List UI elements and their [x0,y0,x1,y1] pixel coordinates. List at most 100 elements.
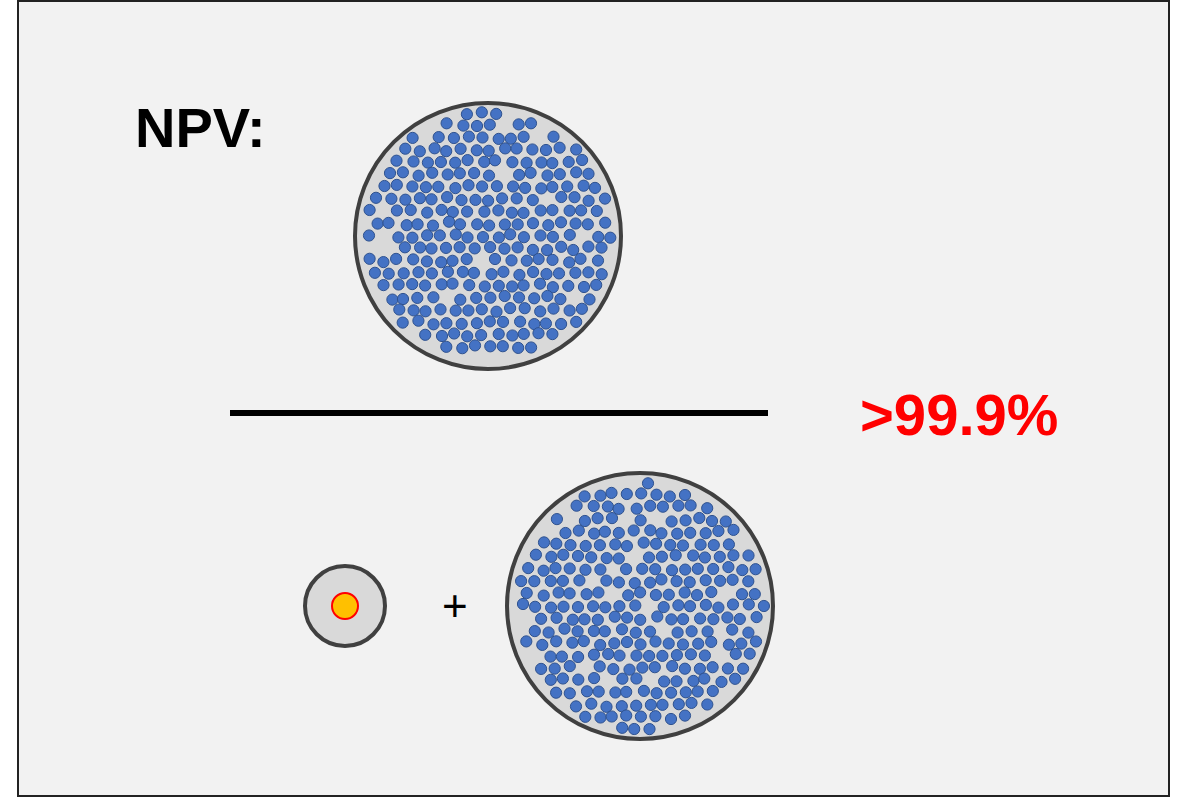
negative-dot [576,205,587,216]
negative-dot [441,318,452,329]
negative-dot [580,711,591,722]
negative-dot [678,614,689,625]
negative-dot [579,614,590,625]
negative-dot [699,650,710,661]
negative-dot [400,143,411,154]
negative-dot [695,613,706,624]
negative-dot [413,267,424,278]
negative-dot [493,133,504,144]
negative-dot [589,673,600,684]
negative-dot [610,687,621,698]
negative-dot [472,219,483,230]
negative-dot [511,193,522,204]
negative-dot [579,491,590,502]
negative-dot [670,550,681,561]
negative-dot [491,181,502,192]
negative-dot [426,268,437,279]
negative-dot [436,279,447,290]
negative-dot [564,205,575,216]
negative-dot [580,540,591,551]
negative-dot [708,563,719,574]
negative-dot [728,550,739,561]
negative-dot [736,589,747,600]
negative-dot [722,663,733,674]
negative-dot [397,293,408,304]
negative-dot [407,132,418,143]
negative-dot [700,528,711,539]
negative-dot [578,636,589,647]
negative-dot [638,537,649,548]
negative-dot [428,319,439,330]
negative-dot [713,602,724,613]
negative-dot [621,636,632,647]
negative-dot [630,600,641,611]
negative-dot [447,278,458,289]
negative-dot [507,330,518,341]
negative-dot [551,538,562,549]
negative-dot [548,131,559,142]
negative-dot [448,132,459,143]
negative-dot [621,564,632,575]
negative-dot [583,267,594,278]
negative-dot [635,515,646,526]
false-negative-dot [332,593,358,619]
negative-dot [536,157,547,168]
negative-dot [706,515,717,526]
negative-dot [545,575,556,586]
negative-dot [456,318,467,329]
negative-dot [692,686,703,697]
negative-dot [588,625,599,636]
negative-dot [542,290,553,301]
negative-dot [691,590,702,601]
negative-dot [564,229,575,240]
negative-dot [442,266,453,277]
negative-dot [407,232,418,243]
negative-dot [680,564,691,575]
negative-dot [749,589,760,600]
negative-dots [363,107,616,354]
negative-dot [518,207,529,218]
negative-dot [700,575,711,586]
negative-dot [671,576,682,587]
negative-dot [685,649,696,660]
negative-dot [479,156,490,167]
negative-dot [727,624,738,635]
negative-dot [434,230,445,241]
negative-dot [529,576,540,587]
negative-dot [699,552,710,563]
negative-dot [413,315,424,326]
negative-dot [556,241,567,252]
negative-dot [743,550,754,561]
negative-dot [441,146,452,157]
negative-dot [436,330,447,341]
negative-dot [664,491,675,502]
negative-dot [651,688,662,699]
negative-dot [463,131,474,142]
negative-dot [635,587,646,598]
negative-dot [688,675,699,686]
negative-dot [617,673,628,684]
negative-dot [586,698,597,709]
negative-dot [723,539,734,550]
negative-dot [562,181,573,192]
negative-dot [412,292,423,303]
small-circle [305,566,385,646]
negative-dot [513,119,524,130]
negative-dot [489,155,500,166]
negative-dot [657,699,668,710]
negative-dot [606,711,617,722]
negative-dot [523,563,534,574]
negative-dot [609,611,620,622]
negative-dot [477,232,488,243]
negative-dot [476,107,487,118]
negative-dot [599,193,610,204]
negative-dot [400,194,411,205]
negative-dot [525,118,536,129]
negative-dot [575,253,586,264]
negative-dot [450,157,461,168]
fraction-line [230,410,768,416]
negative-dot [571,316,582,327]
negative-dot [530,601,541,612]
negative-dot [673,600,684,611]
negative-dot [706,586,717,597]
